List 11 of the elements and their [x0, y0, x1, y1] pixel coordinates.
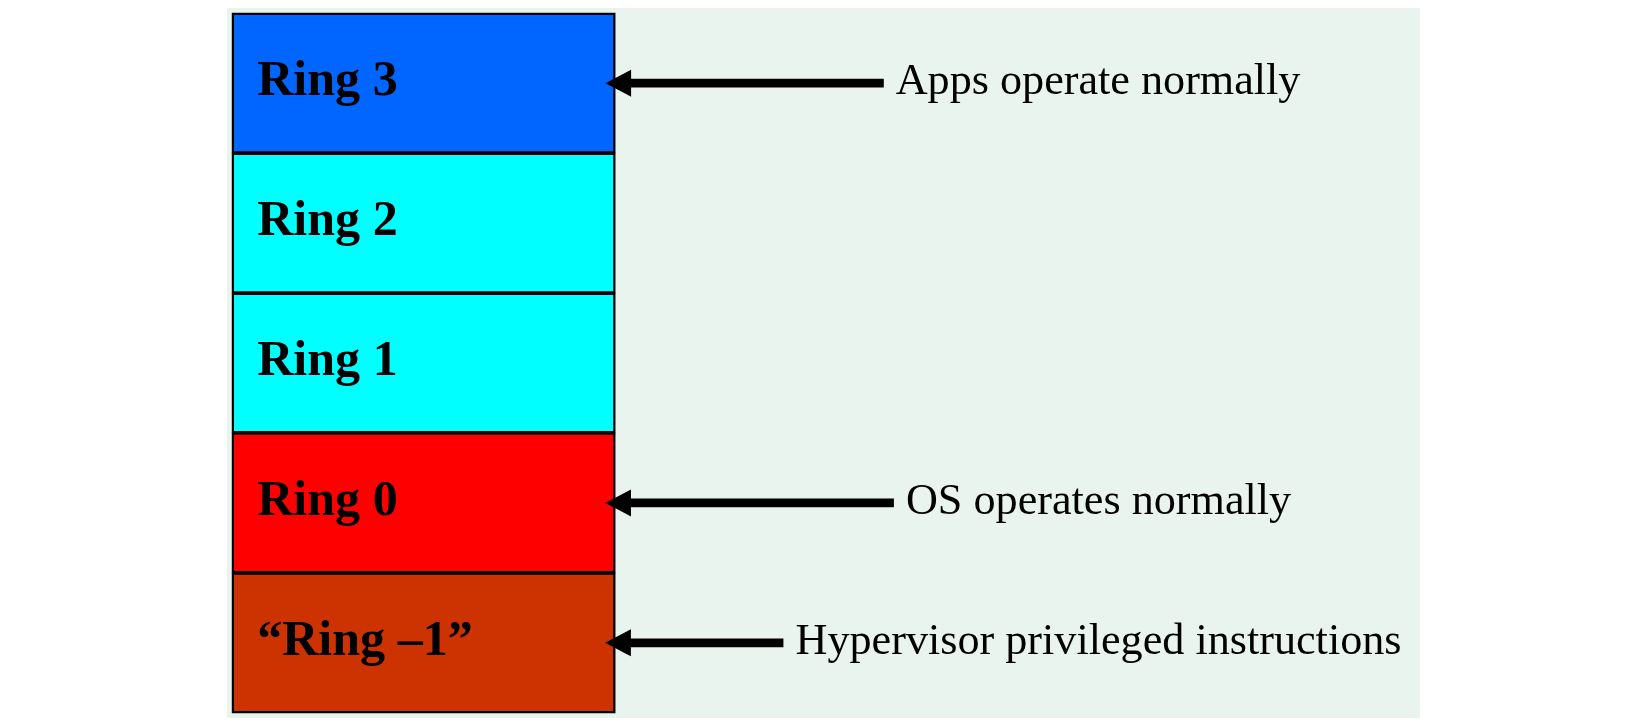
node-box: Ring 2 — [231, 152, 616, 294]
node-box: Ring 3 — [231, 12, 616, 154]
node-box: Ring 0 — [231, 432, 616, 574]
node-text: OS operates normally — [905, 474, 1292, 524]
node-text: Hypervisor privileged instructions — [795, 614, 1402, 664]
node-text: Apps operate normally — [895, 55, 1301, 105]
node-box: “Ring –1” — [231, 572, 616, 714]
node-box: Ring 1 — [231, 292, 616, 434]
arrow — [605, 69, 884, 97]
arrow — [605, 629, 784, 657]
arrow — [605, 489, 894, 517]
